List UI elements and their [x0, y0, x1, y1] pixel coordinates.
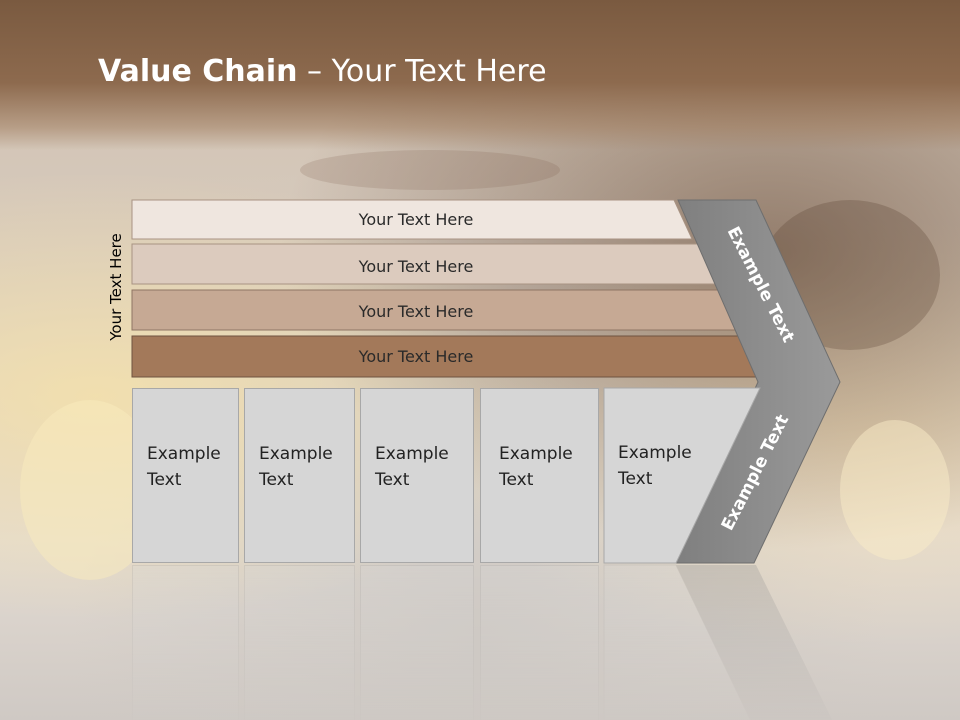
box-5-line-1: Example: [618, 443, 692, 463]
band-label-2: Your Text Here: [358, 257, 474, 276]
band-label-4: Your Text Here: [358, 347, 474, 366]
reflect-box-5: [603, 564, 761, 720]
box-3-line-2: Text: [375, 470, 410, 490]
title-bold: Value Chain: [98, 54, 298, 89]
box-4-line-2: Text: [499, 470, 534, 490]
box-1-line-2: Text: [147, 470, 182, 490]
title-rest: – Your Text Here: [297, 54, 547, 89]
band-label-1: Your Text Here: [358, 210, 474, 229]
background-texture: [300, 150, 560, 190]
box-2-line-2: Text: [259, 470, 294, 490]
title-bar: [0, 0, 960, 150]
reflect-chevron: [676, 565, 842, 720]
box-2-line-1: Example: [259, 444, 333, 464]
reflection: [0, 564, 960, 720]
box-3-line-1: Example: [375, 444, 449, 464]
band-1: [131, 199, 693, 240]
slide-title: Value Chain – Your Text Here: [98, 54, 547, 89]
background-texture: [840, 420, 950, 560]
box-4-line-1: Example: [499, 444, 573, 464]
box-1-line-1: Example: [147, 444, 221, 464]
chevron-arrow: [675, 199, 841, 564]
reflect-arrow: [603, 564, 842, 720]
activity-box-5-shape: [603, 387, 761, 564]
band-label-3: Your Text Here: [358, 302, 474, 321]
box-5-line-2: Text: [618, 469, 653, 489]
